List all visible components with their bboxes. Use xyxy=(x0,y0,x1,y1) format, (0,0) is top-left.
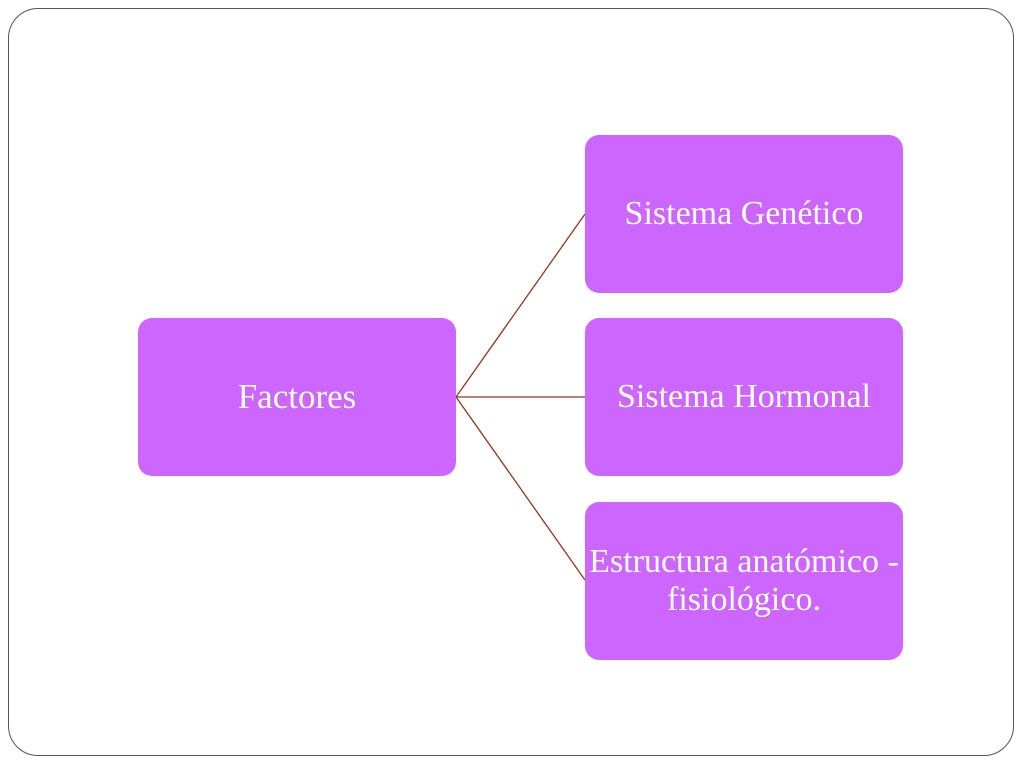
node-estructura-anatomico-label: Estructura anatómico - fisiológico. xyxy=(589,542,899,618)
node-sistema-genetico-label: Sistema Genético xyxy=(624,194,864,232)
node-sistema-hormonal-label: Sistema Hormonal xyxy=(616,377,872,415)
node-estructura-anatomico: Estructura anatómico - fisiológico. xyxy=(585,502,903,660)
node-sistema-genetico: Sistema Genético xyxy=(585,135,903,293)
connector-to-sistema-genetico xyxy=(455,213,586,398)
node-factores-label: Factores xyxy=(237,377,357,416)
node-factores: Factores xyxy=(138,318,456,476)
node-sistema-hormonal: Sistema Hormonal xyxy=(585,318,903,476)
connector-to-estructura xyxy=(455,396,586,581)
